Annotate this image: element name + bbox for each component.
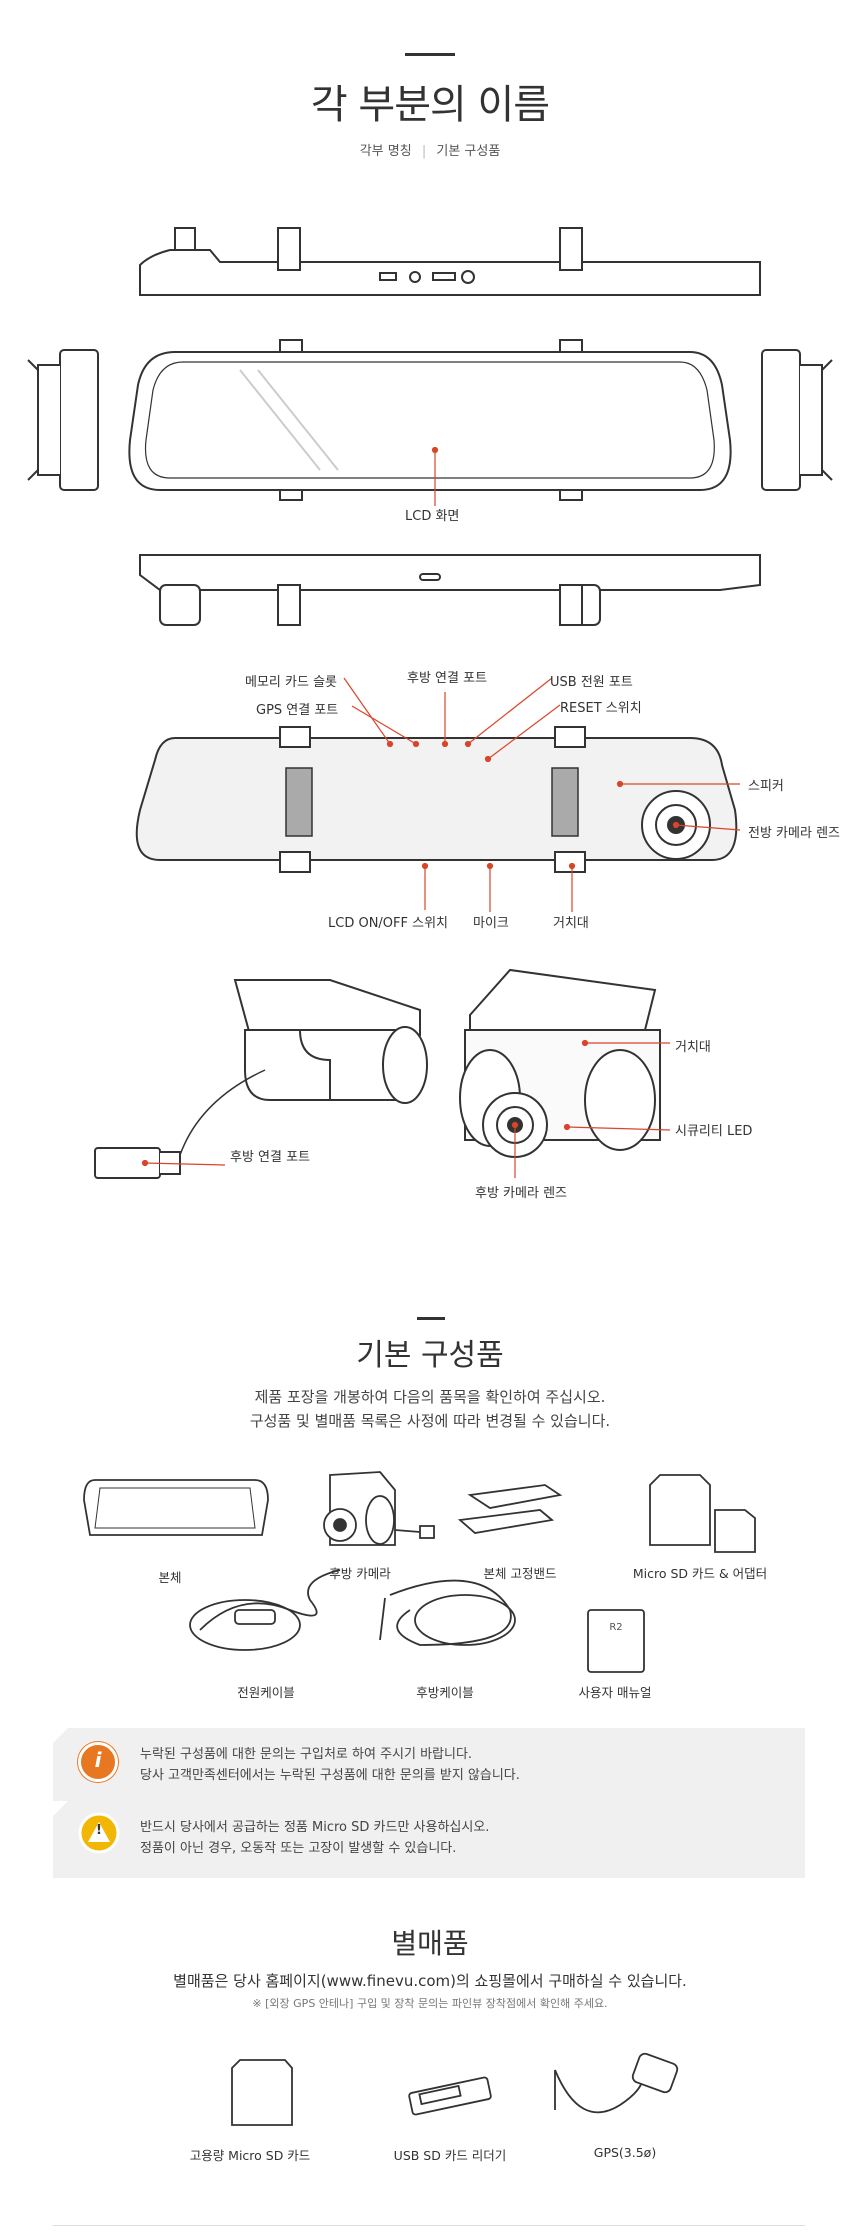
top-port-a <box>409 271 421 283</box>
info-icon-glyph: i <box>94 1748 102 1772</box>
optional-desc: 별매품은 당사 홈페이지(www.finevu.com)의 쇼핑몰에서 구매하실… <box>173 1972 687 1990</box>
label-rear-cam-port: 후방 연결 포트 <box>230 1150 311 1165</box>
warning-icon <box>78 1812 120 1854</box>
component-rear-camera: 후방 카메라 <box>329 1566 391 1581</box>
optional-gps: GPS(3.5ø) <box>593 2145 657 2160</box>
optional-usb-reader: USB SD 카드 리더기 <box>393 2148 507 2163</box>
section-title-components: 기본 구성품 <box>356 1338 504 1373</box>
top-port-b <box>461 270 475 284</box>
label-front-lens: 전방 카메라 렌즈 <box>748 826 840 841</box>
component-sd: Micro SD 카드 & 어댑터 <box>632 1566 768 1581</box>
label-mic: 마이크 <box>473 916 509 931</box>
footer-divider <box>53 2225 805 2226</box>
note-2-line-1: 반드시 당사에서 공급하는 정품 Micro SD 카드만 사용하십시오. <box>140 1820 490 1835</box>
label-rear-port: 후방 연결 포트 <box>407 671 488 686</box>
components-desc-1: 제품 포장을 개봉하여 다음의 품목을 확인하여 주십시오. <box>254 1388 606 1406</box>
component-rear-cable: 후방케이블 <box>416 1685 474 1700</box>
title-bar <box>405 53 455 56</box>
label-lcd: LCD 화면 <box>405 509 460 524</box>
device-side-right <box>761 349 833 491</box>
device-side-left <box>27 349 99 491</box>
components-desc-2: 구성품 및 별매품 목록은 사정에 따라 변경될 수 있습니다. <box>249 1412 611 1430</box>
top-slot <box>379 272 397 281</box>
label-speaker: 스피커 <box>748 779 784 794</box>
label-gps-port: GPS 연결 포트 <box>256 703 339 718</box>
top-mount-left <box>277 227 301 271</box>
component-body: 본체 <box>158 1570 182 1585</box>
note-1-line-1: 누락된 구성품에 대한 문의는 구입처로 하여 주시기 바랍니다. <box>140 1747 473 1762</box>
label-usb-port: USB 전원 포트 <box>550 675 633 690</box>
device-drawings <box>27 227 833 912</box>
manual-tag: R2 <box>609 1622 622 1633</box>
section-tabs: 각부 명칭 | 기본 구성품 <box>359 144 501 159</box>
optional-drawings <box>231 2052 679 2126</box>
section-title-parts: 각 부분의 이름 <box>310 82 550 128</box>
tab-parts[interactable]: 각부 명칭 <box>359 144 412 159</box>
warning-icon-glyph: ! <box>96 1823 102 1838</box>
optional-note: ※ [외장 GPS 안테나] 구입 및 장착 문의는 파인뷰 장착점에서 확인해… <box>252 1997 608 2010</box>
component-manual: 사용자 매뉴얼 <box>578 1685 652 1700</box>
notes-fold-corners <box>53 1728 68 1816</box>
section-title-optional: 별매품 <box>391 1927 469 1960</box>
label-rear-cam-mount: 거치대 <box>675 1040 711 1055</box>
top-mount-right <box>559 227 583 271</box>
notes-panel <box>53 1728 805 1878</box>
optional-sd-card: 고용량 Micro SD 카드 <box>189 2148 311 2163</box>
note-2-line-2: 정품이 아닌 경우, 오동작 또는 고장이 발생할 수 있습니다. <box>140 1841 457 1856</box>
label-lcd-switch: LCD ON/OFF 스위치 <box>328 916 448 931</box>
label-mount: 거치대 <box>553 916 589 931</box>
top-slot-b <box>432 272 456 281</box>
label-rear-cam-led: 시큐리티 LED <box>675 1124 753 1139</box>
label-memory-slot: 메모리 카드 슬롯 <box>245 675 337 690</box>
tab-components[interactable]: 기본 구성품 <box>436 144 501 159</box>
component-bands: 본체 고정밴드 <box>483 1566 557 1581</box>
info-icon <box>78 1742 118 1782</box>
component-power-cable: 전원케이블 <box>237 1685 295 1700</box>
label-reset: RESET 스위치 <box>560 701 642 716</box>
title-bar-2 <box>417 1317 445 1320</box>
components-drawings: R2 <box>83 1471 756 1673</box>
label-rear-cam-lens: 후방 카메라 렌즈 <box>475 1186 567 1201</box>
device-bottom-view <box>139 554 761 591</box>
note-1-line-2: 당사 고객만족센터에서는 누락된 구성품에 대한 문의를 받지 않습니다. <box>140 1768 520 1783</box>
rear-camera-drawings <box>94 968 671 1179</box>
